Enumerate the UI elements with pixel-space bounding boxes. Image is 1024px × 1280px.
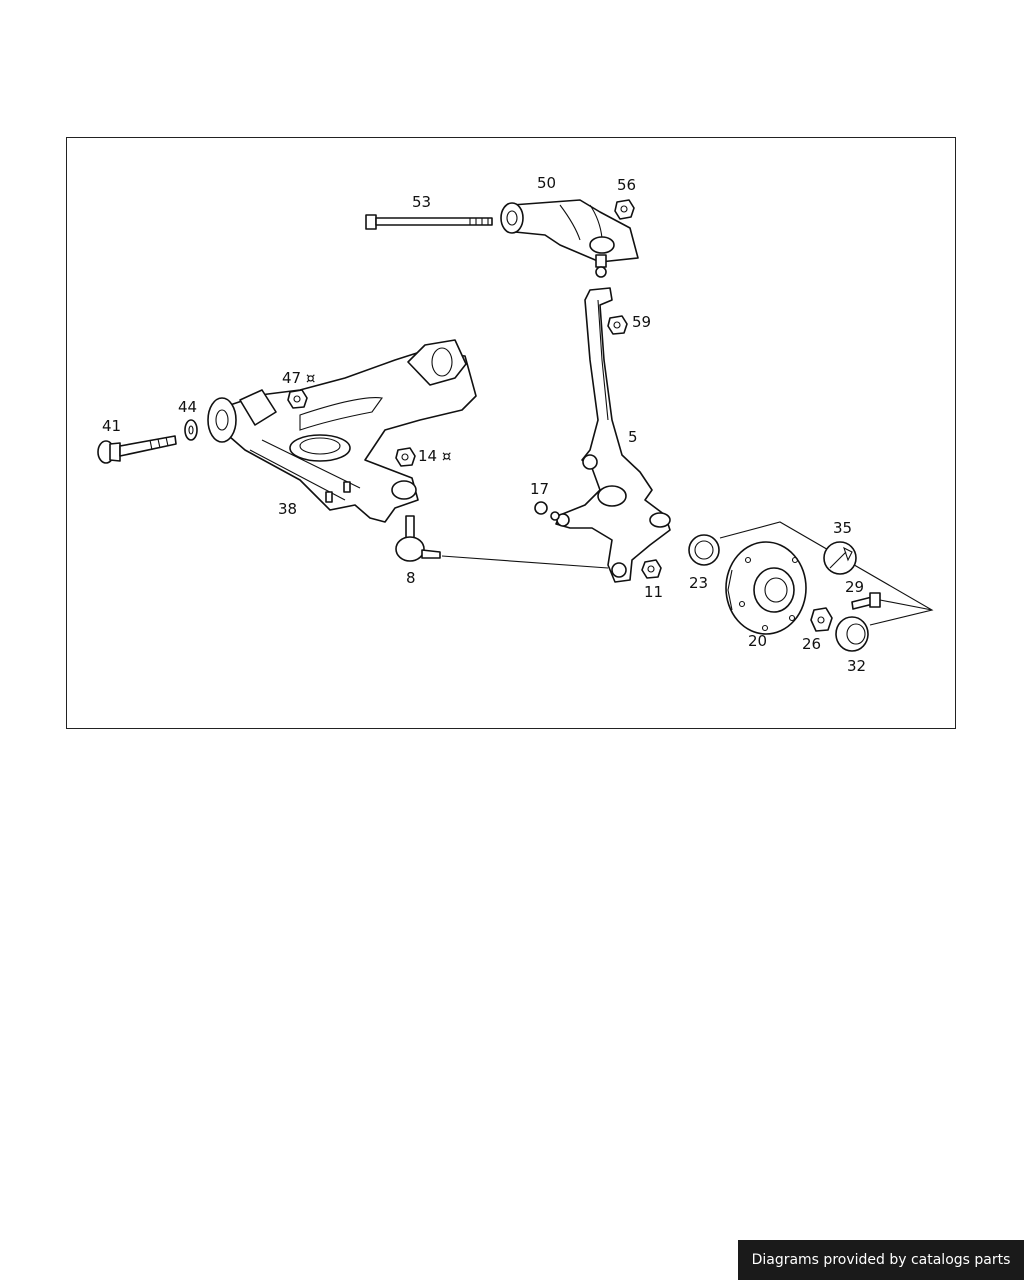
callout-26: 26 [802, 635, 821, 653]
part-29-bolt [851, 592, 881, 610]
callout-5: 5 [628, 428, 638, 446]
part-38-lower-arm [207, 339, 477, 523]
footer-credit: Diagrams provided by catalogs parts [738, 1240, 1024, 1280]
part-47-nut [287, 389, 308, 409]
part-32-hub-cap [835, 616, 869, 652]
callout-14: 14 ¤ [418, 447, 451, 465]
part-35-wrench-icon [823, 541, 857, 575]
part-56-nut [614, 199, 635, 220]
callout-20: 20 [748, 632, 767, 650]
part-17-nut [534, 501, 560, 521]
callout-29: 29 [845, 578, 864, 596]
callout-23: 23 [689, 574, 708, 592]
callout-44: 44 [178, 398, 197, 416]
part-44-washer [184, 419, 198, 441]
part-20-wheel-hub [725, 541, 807, 635]
callout-41: 41 [102, 417, 121, 435]
callout-8: 8 [406, 569, 416, 587]
part-23-seal [688, 534, 720, 566]
part-11-nut [641, 559, 662, 579]
callout-47: 47 ¤ [282, 369, 315, 387]
callout-35: 35 [833, 519, 852, 537]
callout-59: 59 [632, 313, 651, 331]
callout-38: 38 [278, 500, 297, 518]
part-53-bolt [365, 214, 493, 230]
callout-11: 11 [644, 583, 663, 601]
callout-50: 50 [537, 174, 556, 192]
diagram-frame [66, 137, 956, 729]
callout-56: 56 [617, 176, 636, 194]
part-41-bolt [97, 435, 177, 464]
callout-17: 17 [530, 480, 549, 498]
part-14-nut [395, 447, 416, 467]
part-8-ball-joint [395, 515, 609, 569]
callout-32: 32 [847, 657, 866, 675]
part-59-nut [607, 315, 628, 335]
assembly-bracket-lines [719, 521, 934, 626]
callout-53: 53 [412, 193, 431, 211]
part-5-steering-knuckle [555, 287, 671, 583]
part-50-upper-arm [500, 199, 639, 278]
part-26-nut [810, 607, 833, 632]
